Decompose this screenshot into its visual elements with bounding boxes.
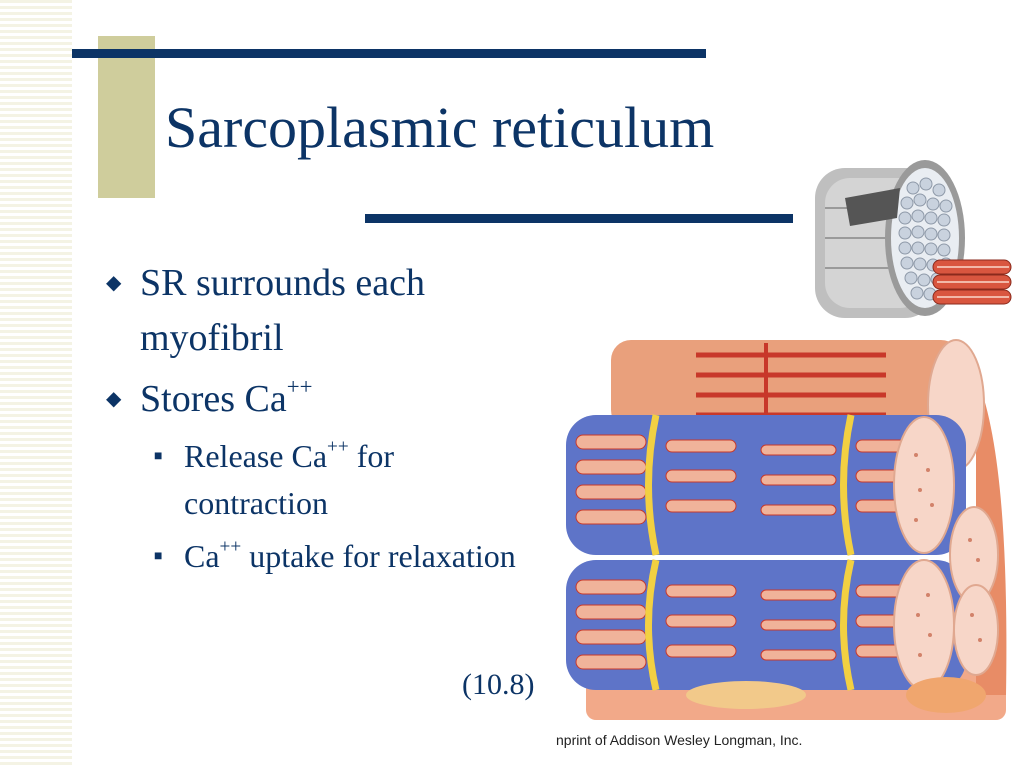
- sub-bullet-text-after: for contraction: [184, 438, 395, 521]
- bullet-text: Stores Ca: [140, 378, 287, 420]
- superscript: ++: [219, 536, 242, 558]
- figure-reference: (10.8): [462, 668, 535, 701]
- sub-bullet-text-after: uptake for relaxation: [241, 538, 516, 574]
- decorative-stripes: [0, 0, 72, 768]
- sarcoplasmic-reticulum-illustration: [566, 339, 1007, 720]
- image-credit: nprint of Addison Wesley Longman, Inc.: [556, 732, 803, 748]
- accent-block: [98, 36, 155, 198]
- sub-bullet-text: Release Ca: [184, 438, 328, 474]
- square-bullet-icon: ■: [154, 549, 163, 564]
- diamond-bullet-icon: ◆: [106, 388, 122, 410]
- slide-title: Sarcoplasmic reticulum: [165, 95, 715, 160]
- sub-bullet-text: Ca: [184, 538, 220, 574]
- muscle-bundle-illustration: [815, 160, 1012, 318]
- bullet-item: ◆ SR surrounds each myofibril: [106, 256, 526, 366]
- superscript: ++: [327, 436, 349, 458]
- title-rule-top: [72, 49, 706, 58]
- bullet-text: SR surrounds each myofibril: [140, 262, 425, 359]
- bullet-list: ◆ SR surrounds each myofibril ◆ Stores C…: [106, 256, 526, 586]
- sub-bullet-item: ■ Release Ca++ for contraction: [154, 433, 526, 527]
- diamond-bullet-icon: ◆: [106, 272, 122, 294]
- bullet-item: ◆ Stores Ca++: [106, 372, 526, 427]
- title-rule-bottom: [365, 214, 793, 223]
- sub-bullet-item: ■ Ca++ uptake for relaxation: [154, 533, 526, 580]
- square-bullet-icon: ■: [154, 449, 163, 464]
- superscript: ++: [286, 373, 313, 399]
